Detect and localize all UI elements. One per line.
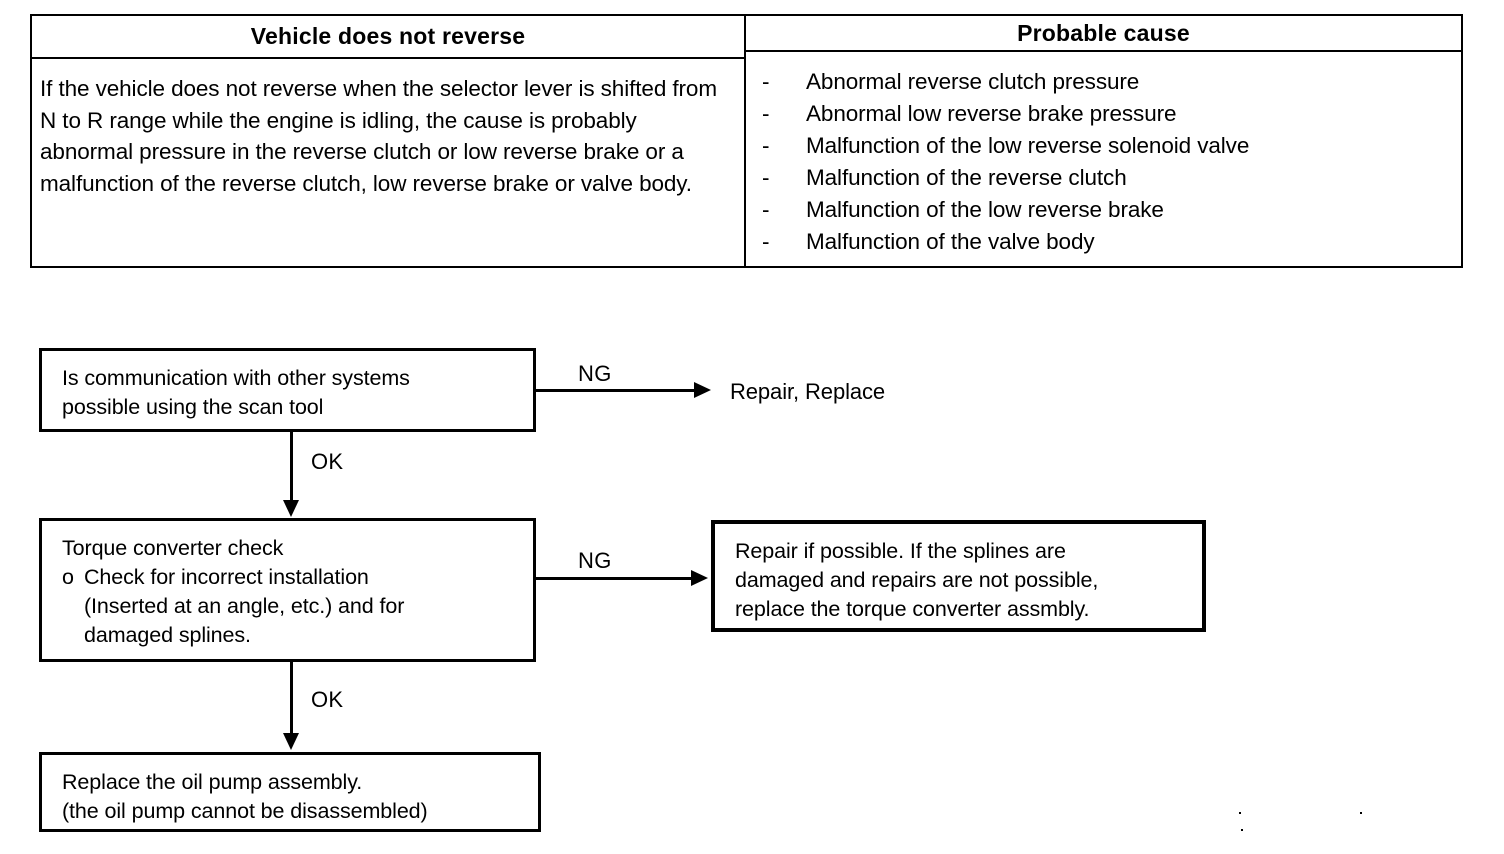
flow-node-line: Is communication with other systems (62, 366, 410, 390)
scan-speck (1360, 812, 1362, 814)
flow-node-replace-oil-pump: Replace the oil pump assembly. (the oil … (39, 752, 541, 832)
symptom-cause-table: Vehicle does not reverse If the vehicle … (30, 14, 1463, 268)
flow-node-bullet: o Check for incorrect installation (62, 563, 533, 592)
list-item: - Abnormal reverse clutch pressure (754, 66, 1451, 98)
list-item-label: Malfunction of the valve body (806, 229, 1095, 254)
edge-label-ok-1: OK (311, 449, 344, 474)
probable-cause-column-body: - Abnormal reverse clutch pressure - Abn… (746, 52, 1461, 266)
edge-label-ng-1: NG (578, 361, 612, 386)
list-item: - Abnormal low reverse brake pressure (754, 98, 1451, 130)
flow-node-replace-oil-pump-text: Replace the oil pump assembly. (the oil … (42, 755, 538, 826)
list-item-label: Malfunction of the low reverse solenoid … (806, 133, 1250, 158)
symptom-description: If the vehicle does not reverse when the… (40, 76, 717, 196)
connector-ok-2-line (290, 662, 293, 735)
connector-ok-2-arrowhead-icon (283, 733, 299, 750)
probable-cause-column-header: Probable cause (746, 16, 1461, 52)
connector-ng-1-arrowhead-icon (694, 382, 711, 398)
flow-node-line: damaged and repairs are not possible, (735, 568, 1099, 592)
flow-node-line: Repair if possible. If the splines are (735, 539, 1066, 563)
flow-node-repair-torque-converter-text: Repair if possible. If the splines are d… (715, 524, 1202, 624)
list-item: - Malfunction of the low reverse brake (754, 194, 1451, 226)
circle-bullet-icon: o (62, 565, 74, 589)
list-item-label: Abnormal reverse clutch pressure (806, 69, 1140, 94)
scan-speck (1241, 829, 1243, 831)
list-item-label: Malfunction of the reverse clutch (806, 165, 1127, 190)
list-item-label: Abnormal low reverse brake pressure (806, 101, 1177, 126)
list-item: - Malfunction of the valve body (754, 226, 1451, 258)
flow-node-torque-converter-check: Torque converter check o Check for incor… (39, 518, 536, 662)
edge-label-ng-2: NG (578, 548, 612, 573)
list-item-label: Malfunction of the low reverse brake (806, 197, 1164, 222)
dash-bullet-icon: - (762, 133, 770, 158)
symptom-column: Vehicle does not reverse If the vehicle … (32, 16, 746, 266)
symptom-column-body: If the vehicle does not reverse when the… (32, 59, 744, 266)
scan-speck (1239, 812, 1241, 814)
dash-bullet-icon: - (762, 197, 770, 222)
flow-node-title: Torque converter check (62, 536, 284, 560)
connector-ng-2-arrowhead-icon (691, 570, 708, 586)
flow-node-line: damaged splines. (84, 623, 251, 647)
dash-bullet-icon: - (762, 165, 770, 190)
flow-node-torque-converter-check-text: Torque converter check o Check for incor… (42, 521, 533, 650)
flow-node-repair-torque-converter: Repair if possible. If the splines are d… (711, 520, 1206, 632)
flow-node-line: Replace the oil pump assembly. (62, 770, 363, 794)
flow-node-scan-tool-check: Is communication with other systems poss… (39, 348, 536, 432)
connector-ng-2-line (536, 577, 691, 580)
symptom-column-header: Vehicle does not reverse (32, 16, 744, 59)
list-item: - Malfunction of the reverse clutch (754, 162, 1451, 194)
connector-ok-1-line (290, 432, 293, 502)
edge-label-ok-2: OK (311, 687, 344, 712)
connector-ng-1-line (536, 389, 694, 392)
flow-node-line: (Inserted at an angle, etc.) and for (84, 594, 405, 618)
flow-node-scan-tool-check-text: Is communication with other systems poss… (42, 351, 533, 422)
dash-bullet-icon: - (762, 229, 770, 254)
probable-cause-column: Probable cause - Abnormal reverse clutch… (746, 16, 1461, 266)
dash-bullet-icon: - (762, 69, 770, 94)
connector-ok-1-arrowhead-icon (283, 500, 299, 517)
flow-node-repair-replace: Repair, Replace (730, 379, 886, 404)
flow-node-line: Check for incorrect installation (84, 565, 369, 589)
list-item: - Malfunction of the low reverse solenoi… (754, 130, 1451, 162)
dash-bullet-icon: - (762, 101, 770, 126)
probable-cause-list: - Abnormal reverse clutch pressure - Abn… (754, 66, 1451, 258)
flow-node-line: (the oil pump cannot be disassembled) (62, 799, 428, 823)
flow-node-line: possible using the scan tool (62, 395, 324, 419)
flow-node-line: replace the torque converter assmbly. (735, 597, 1090, 621)
